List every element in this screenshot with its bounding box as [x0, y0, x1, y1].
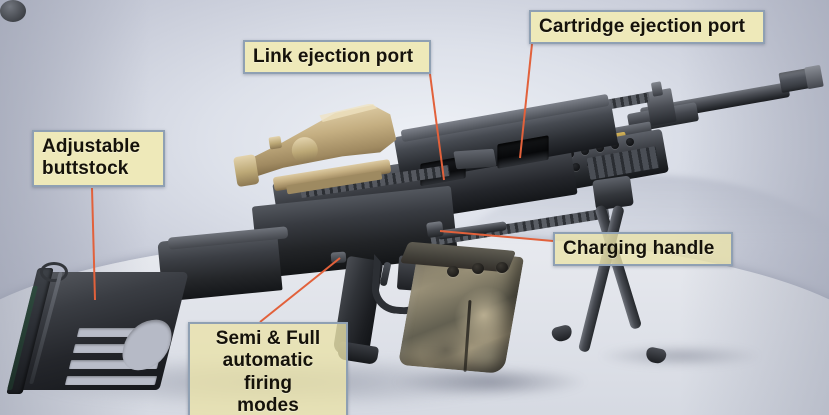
callout-semi-full-auto-modes[interactable]: Semi & Full automatic firing modes	[188, 322, 348, 415]
callout-charging-handle[interactable]: Charging handle	[553, 232, 733, 267]
telescopic-optic	[233, 104, 397, 195]
ammo-box-stud	[472, 263, 484, 274]
bipod-foot-rear	[644, 346, 668, 365]
sling-loop	[40, 262, 68, 282]
bipod-shadow	[600, 345, 760, 367]
cooling-vent	[596, 144, 604, 152]
muzzle-device	[804, 64, 824, 90]
fire-selector-switch	[330, 251, 347, 264]
ammo-box-stud	[496, 262, 508, 273]
charging-handle-knob	[426, 220, 444, 239]
front-sight-post	[650, 81, 664, 97]
bipod-hinge	[0, 0, 26, 22]
cooling-vent	[581, 147, 589, 155]
ejection-port-deflector	[453, 148, 497, 170]
cooling-vent	[572, 163, 580, 171]
bipod-foot-front	[550, 323, 574, 344]
buttstock-slot	[64, 376, 158, 385]
cooling-vent	[626, 138, 634, 146]
callout-adjustable-buttstock[interactable]: Adjustable buttstock	[32, 130, 165, 187]
ammo-box-stud	[447, 266, 459, 277]
callout-link-ejection-port[interactable]: Link ejection port	[243, 40, 431, 75]
callout-cartridge-ejection-port[interactable]: Cartridge ejection port	[529, 10, 765, 45]
